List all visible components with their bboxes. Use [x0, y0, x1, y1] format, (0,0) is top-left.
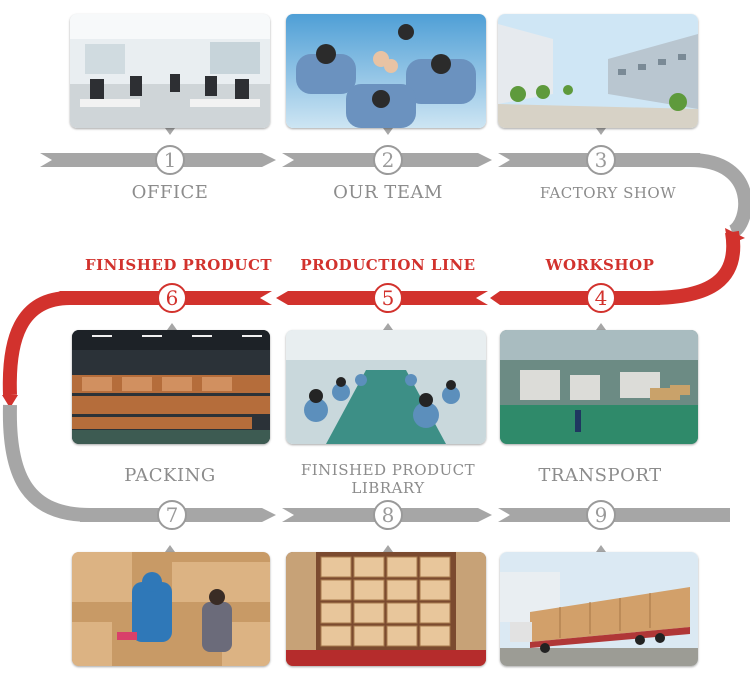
step-label-packing: PACKING — [124, 465, 216, 486]
left-curve-joint — [2, 395, 18, 408]
right-curve-grey — [689, 153, 750, 239]
step-number-8: 8 — [373, 500, 403, 530]
step-label-workshop: WORKSHOP — [545, 256, 655, 274]
step-label-finished-product-library-line1: FINISHED PRODUCT — [300, 461, 476, 479]
step-number-6: 6 — [157, 283, 187, 313]
truck-photo — [500, 552, 698, 666]
left-curve-red — [2, 291, 71, 396]
workshop-photo — [500, 330, 698, 444]
warehouse-photo — [286, 552, 486, 666]
arrow-4 — [490, 291, 660, 305]
step-number-1: 1 — [155, 145, 185, 175]
team-photo — [286, 14, 486, 128]
photo-pointers — [165, 128, 606, 552]
row1-arrows — [40, 153, 704, 167]
office-photo — [70, 14, 270, 128]
factory-exterior-photo — [498, 14, 698, 128]
right-curve-red — [649, 230, 741, 305]
right-curve-joint — [725, 228, 745, 245]
step-label-transport: TRANSPORT — [538, 465, 662, 486]
step-label-office: OFFICE — [131, 182, 209, 203]
step-number-4: 4 — [586, 283, 616, 313]
packing-photo — [72, 552, 270, 666]
step-number-2: 2 — [373, 145, 403, 175]
step-label-finished-product: FINISHED PRODUCT — [85, 256, 273, 274]
step-label-team: OUR TEAM — [333, 182, 443, 203]
step-label-finished-product-library-line2: LIBRARY — [351, 479, 425, 497]
left-curve-grey — [2, 404, 91, 522]
step-number-7: 7 — [157, 500, 187, 530]
row2-arrows — [48, 291, 660, 305]
step-number-9: 9 — [586, 500, 616, 530]
step-number-3: 3 — [586, 145, 616, 175]
step-number-5: 5 — [373, 283, 403, 313]
step-label-production-line: PRODUCTION LINE — [300, 256, 476, 274]
step-label-factory-show: FACTORY SHOW — [539, 184, 677, 202]
production-line-photo — [286, 330, 486, 444]
finished-product-photo — [72, 330, 270, 444]
